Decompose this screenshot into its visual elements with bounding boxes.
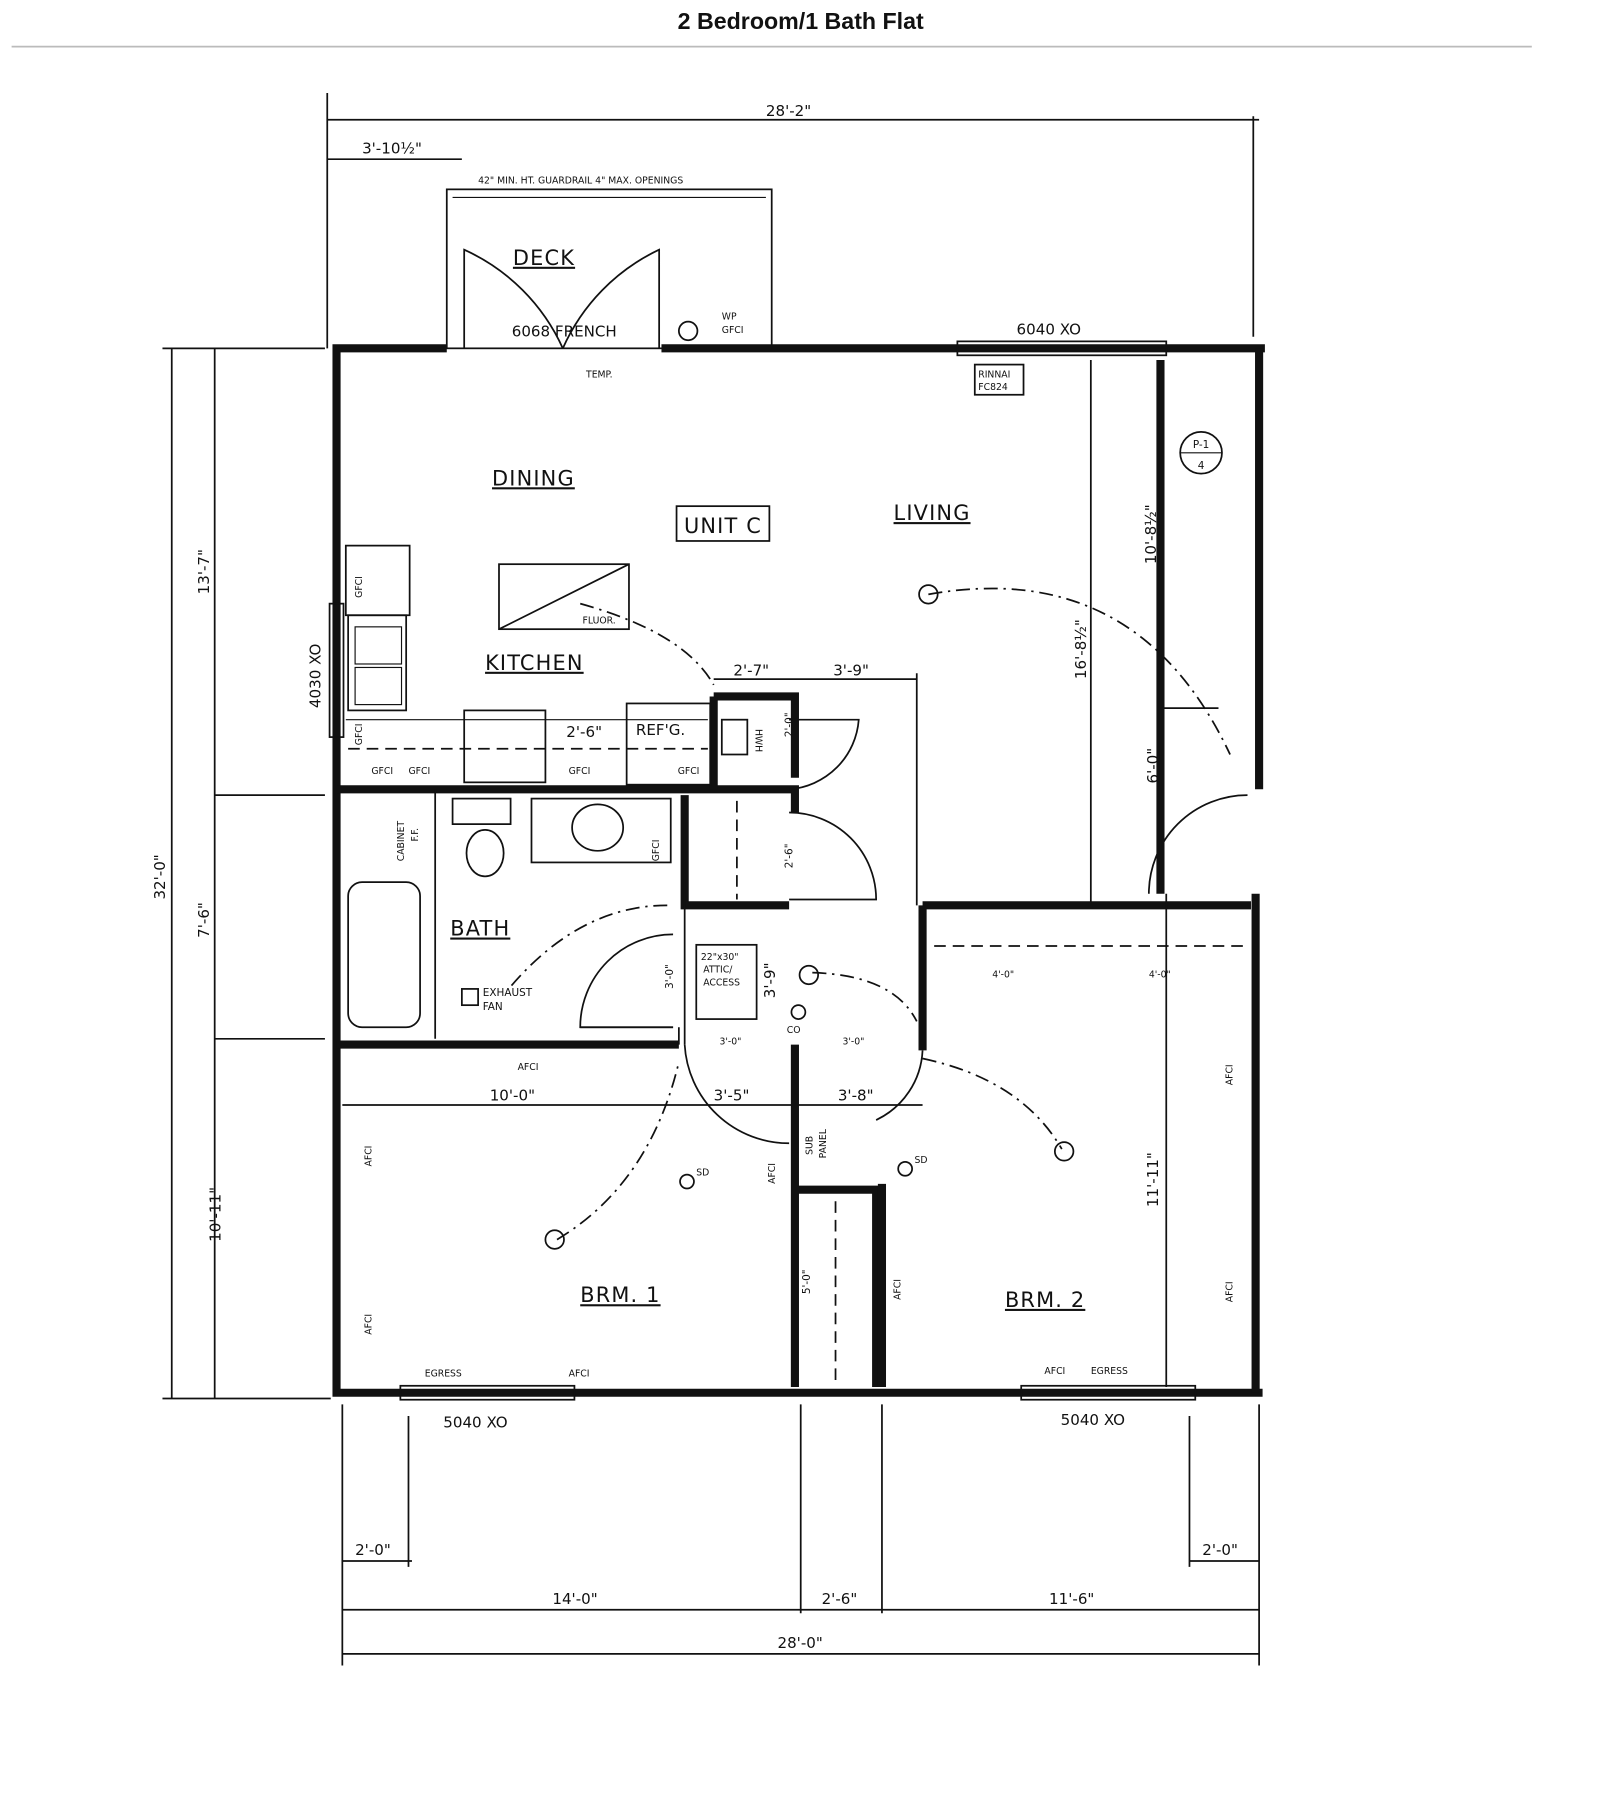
wp-label: WP	[722, 311, 737, 322]
french-door-label: 6068 FRENCH	[512, 323, 617, 341]
dim-hall-1: 2'-7"	[733, 662, 769, 680]
dim-living-3: 6'-0"	[1144, 748, 1162, 784]
door-swings	[579, 718, 1248, 1145]
dim-hall-width: 3'-5"	[714, 1086, 750, 1104]
dim-hwh-door: 2'-0"	[784, 712, 796, 737]
wiring	[509, 320, 1231, 1250]
gfci-label: GFCI	[354, 723, 365, 745]
dim-left-1: 13'-7"	[195, 549, 213, 594]
room-label-kitchen: KITCHEN	[485, 651, 584, 675]
dim-br2-vertical: 11'-11"	[1144, 1152, 1162, 1207]
dim-left-3: 10'-11"	[206, 1187, 224, 1242]
dim-range: 2'-6"	[566, 723, 602, 741]
gfci-label: GFCI	[569, 766, 591, 777]
egress-label-1: EGRESS	[425, 1369, 462, 1380]
deck	[445, 188, 773, 350]
ff-label: F.F.	[410, 828, 421, 842]
dim-left-2: 7'-6"	[195, 902, 213, 938]
co-label: CO	[787, 1025, 801, 1036]
dim-bottom-11-6: 11'-6"	[1049, 1590, 1094, 1608]
window-left-label: 4030 XO	[306, 644, 324, 709]
window-br1-label: 5040 XO	[443, 1414, 508, 1432]
temp-label: TEMP.	[585, 369, 613, 380]
afci-label: AFCI	[1044, 1366, 1065, 1377]
hwh-label: HWH	[752, 729, 763, 752]
sd-label-2: SD	[914, 1155, 927, 1166]
dim-bath-door: 3'-0"	[664, 964, 676, 989]
egress-label-2: EGRESS	[1091, 1366, 1128, 1377]
dim-hall-vertical: 3'-9"	[761, 962, 779, 998]
cabinet-label: CABINET	[396, 821, 407, 862]
room-label-bedroom-2: BRM. 2	[1005, 1288, 1085, 1312]
window-top-label: 6040 XO	[1017, 320, 1082, 338]
gfci-label: GFCI	[651, 840, 662, 862]
dim-br2-hall: 3'-8"	[838, 1086, 874, 1104]
dim-closet-door: 2'-6"	[784, 844, 796, 869]
wp-gfci-label: GFCI	[722, 325, 744, 336]
room-label-dining: DINING	[492, 466, 575, 490]
gfci-label: GFCI	[678, 766, 700, 777]
attic-size-label: 22"x30"	[701, 952, 739, 963]
afci-label: AFCI	[363, 1314, 374, 1335]
refg-label: REF'G.	[636, 721, 685, 739]
dim-overall-left: 32'-0"	[151, 854, 169, 899]
dim-living-1: 10'-8½"	[1142, 504, 1160, 564]
exhaust-label: EXHAUST	[483, 987, 533, 999]
room-label-deck: DECK	[513, 246, 575, 270]
dim-deck-offset: 3'-10½"	[362, 139, 422, 157]
panel-label: PANEL	[818, 1128, 829, 1158]
gfci-label: GFCI	[371, 766, 393, 777]
afci-label: AFCI	[1224, 1064, 1235, 1085]
window-br2-label: 5040 XO	[1061, 1411, 1126, 1429]
dim-closet-vertical: 5'-0"	[801, 1269, 813, 1294]
dim-overall-top: 28'-2"	[766, 102, 811, 120]
dim-door-b: 3'-0"	[842, 1037, 864, 1048]
guardrail-note: 42" MIN. HT. GUARDRAIL 4" MAX. OPENINGS	[478, 176, 683, 187]
afci-label: AFCI	[1224, 1281, 1235, 1302]
afci-label: AFCI	[518, 1062, 539, 1073]
windows	[328, 340, 1197, 1401]
dim-hall-2: 3'-9"	[833, 662, 869, 680]
page-title: 2 Bedroom/1 Bath Flat	[678, 8, 924, 34]
dim-br1-width: 10'-0"	[490, 1086, 535, 1104]
p1-number: 4	[1198, 460, 1205, 472]
room-label-living: LIVING	[894, 501, 971, 525]
afci-label: AFCI	[363, 1146, 374, 1167]
gfci-label: GFCI	[354, 576, 365, 598]
dim-bottom-14: 14'-0"	[552, 1590, 597, 1608]
dimension-lines	[162, 93, 1260, 1666]
dim-living-2: 16'-8½"	[1072, 619, 1090, 679]
dim-overall-bottom: 28'-0"	[778, 1634, 823, 1652]
dim-door-a: 3'-0"	[719, 1037, 741, 1048]
dim-bottom-2a: 2'-0"	[355, 1541, 391, 1559]
fan-label: FAN	[483, 1001, 503, 1013]
afci-label: AFCI	[767, 1163, 778, 1184]
rinnai-model-label: FC824	[978, 382, 1008, 393]
sd-label-1: SD	[696, 1168, 709, 1179]
dim-closet-b: 4'-0"	[1149, 969, 1171, 980]
afci-label: AFCI	[893, 1279, 904, 1300]
gfci-label: GFCI	[408, 766, 430, 777]
sub-label: SUB	[804, 1136, 815, 1155]
dim-bottom-2-6: 2'-6"	[822, 1590, 858, 1608]
room-label-bath: BATH	[450, 917, 510, 941]
p1-tag: P-1	[1193, 439, 1209, 451]
attic-label: ATTIC/	[703, 965, 733, 976]
attic-access-label: ACCESS	[703, 977, 740, 988]
room-label-bedroom-1: BRM. 1	[580, 1283, 660, 1307]
dim-closet-a: 4'-0"	[992, 969, 1014, 980]
interior-walls	[336, 359, 1251, 1387]
rinnai-label: RINNAI	[978, 369, 1010, 380]
dim-bottom-2b: 2'-0"	[1202, 1541, 1238, 1559]
unit-label: UNIT C	[684, 514, 762, 538]
kitchen-fixtures	[344, 544, 758, 1029]
afci-label: AFCI	[569, 1369, 590, 1380]
fluor-label: FLUOR.	[583, 615, 616, 626]
